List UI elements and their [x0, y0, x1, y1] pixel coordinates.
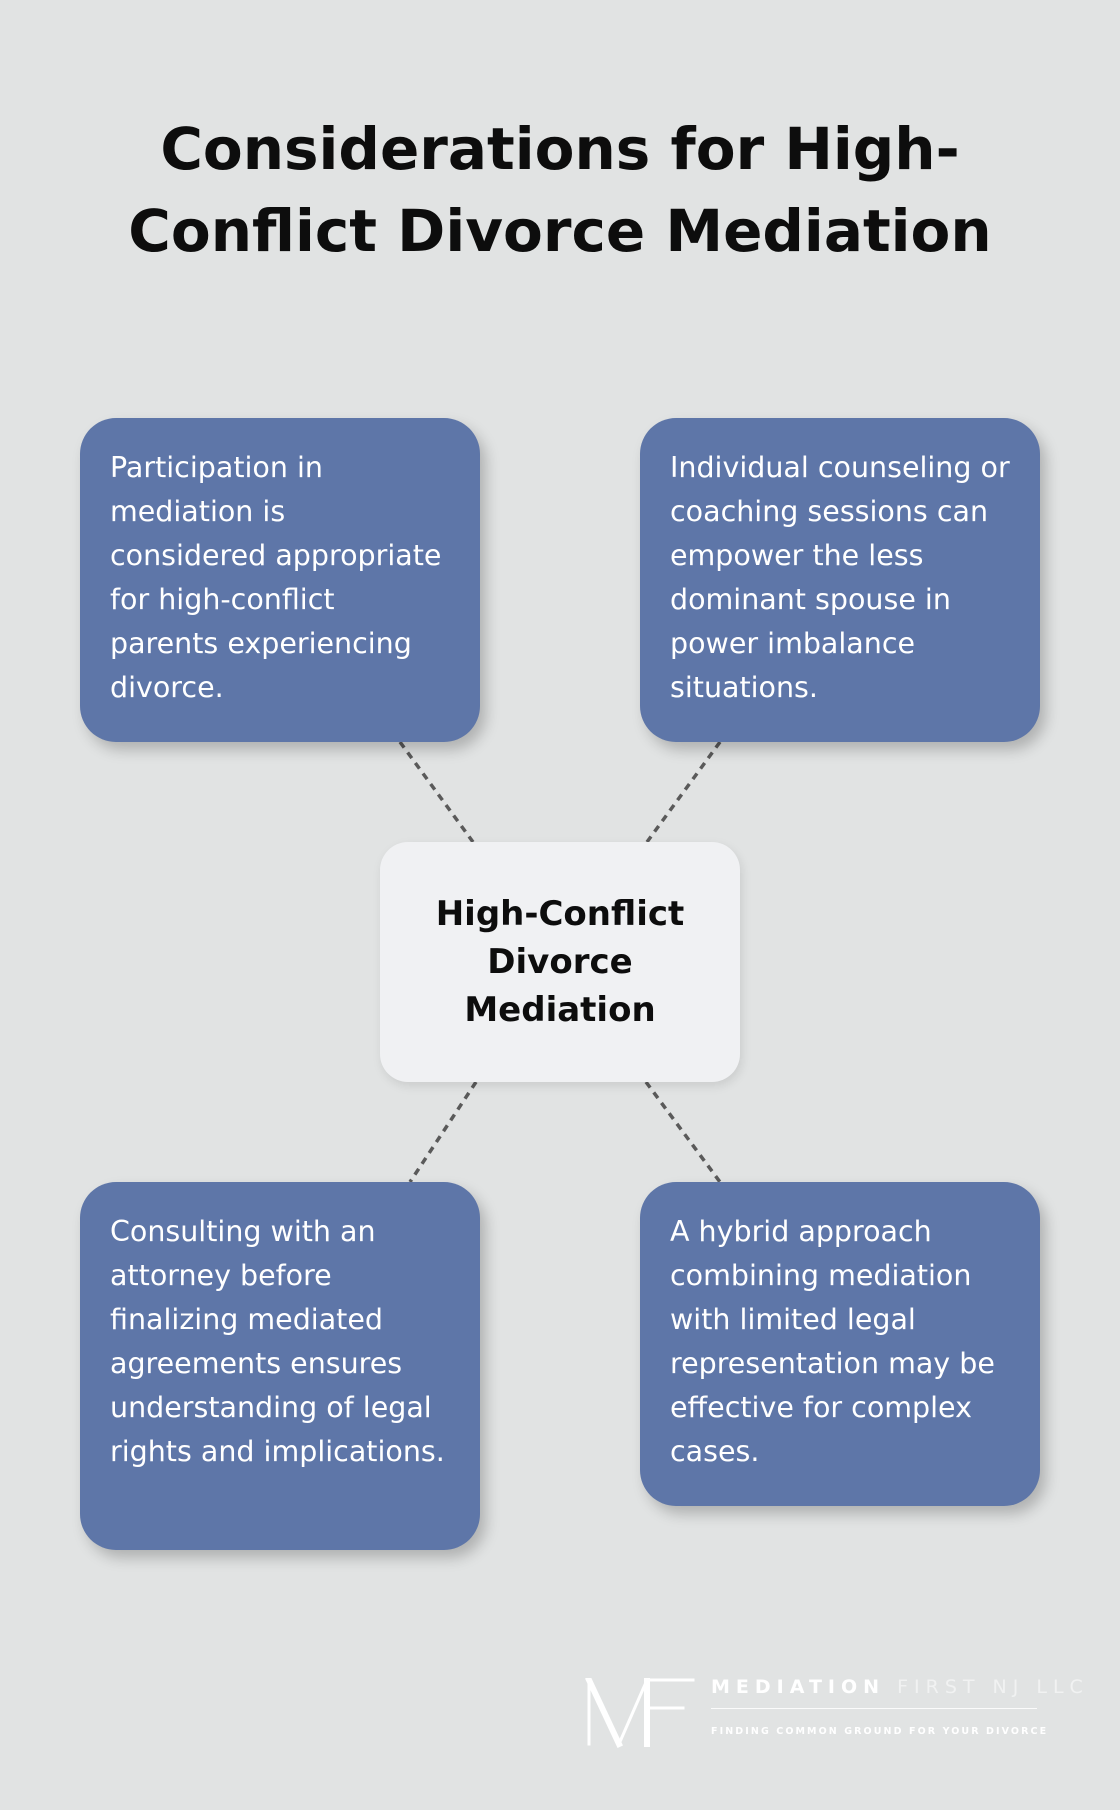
company-logo: MEDIATION FIRST NJ LLC FINDING COMMON GR…: [585, 1672, 1083, 1752]
card-text: A hybrid approach combining mediation wi…: [670, 1215, 995, 1468]
card-text: Individual counseling or coaching sessio…: [670, 451, 1010, 704]
card-bottom-left: Consulting with an attorney before final…: [80, 1182, 480, 1550]
page-title: Considerations for High-Conflict Divorce…: [128, 115, 992, 265]
company-name-bold: MEDIATION: [711, 1676, 886, 1698]
logo-divider: [711, 1708, 1037, 1709]
company-name-light: FIRST NJ LLC: [897, 1676, 1089, 1698]
card-top-right: Individual counseling or coaching sessio…: [640, 418, 1040, 742]
card-top-left: Participation in mediation is considered…: [80, 418, 480, 742]
company-tagline: FINDING COMMON GROUND FOR YOUR DIVORCE: [711, 1726, 1049, 1737]
connector-bottom-right: [644, 1080, 722, 1184]
center-node-label: High-Conflict Divorce Mediation: [435, 894, 685, 1030]
center-node: High-Conflict Divorce Mediation: [380, 842, 740, 1082]
card-text: Consulting with an attorney before final…: [110, 1215, 445, 1468]
connector-top-right: [645, 740, 722, 844]
card-text: Participation in mediation is considered…: [110, 451, 442, 704]
company-name: MEDIATION FIRST NJ LLC: [711, 1676, 1089, 1698]
mf-monogram-icon: [585, 1678, 695, 1748]
connector-top-left: [398, 740, 475, 844]
card-bottom-right: A hybrid approach combining mediation wi…: [640, 1182, 1040, 1506]
connector-bottom-left: [408, 1081, 478, 1183]
